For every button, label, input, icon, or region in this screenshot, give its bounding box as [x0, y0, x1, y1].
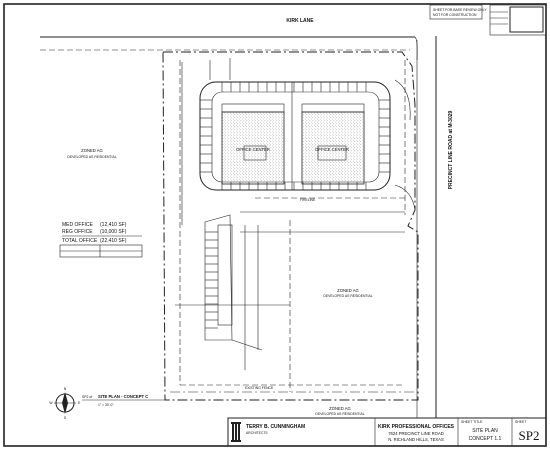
zoned-west-note: DEVELOPED AS RESIDENTIAL [67, 155, 116, 159]
project-address-1: 7624 PRECINCT LINE ROAD [388, 431, 444, 436]
zoned-south-note: DEVELOPED AS RESIDENTIAL [315, 412, 364, 416]
reg-office-value: (10,000 SF) [100, 229, 127, 235]
zoned-west: ZONED AG [81, 148, 103, 153]
north-arrow: N S E W [49, 387, 80, 420]
sheet-number: SP2 [519, 428, 540, 443]
sheet-title-2: CONCEPT 1.1 [469, 436, 502, 442]
office-building-1: OFFICE CENTER [221, 103, 285, 185]
project-title: KIRK PROFESSIONAL OFFICES [378, 424, 455, 430]
review-note-2: NOT FOR CONSTRUCTION [433, 13, 477, 17]
kirk-lane-label: KIRK LANE [286, 18, 314, 24]
property-boundary [162, 51, 419, 401]
zoned-se-note: DEVELOPED AS RESIDENTIAL [323, 294, 372, 298]
med-office-label: MED OFFICE [62, 222, 93, 228]
view-caption: SP2 of SITE PLAN - CONCEPT C 1" = 30'-0" [82, 394, 170, 407]
sheet-title-1: SITE PLAN [472, 428, 498, 434]
total-office-value: (22,410 SF) [100, 238, 127, 244]
compass-e: E [78, 401, 81, 405]
view-scale: 1" = 30'-0" [98, 403, 114, 407]
parking-loop [181, 58, 416, 225]
fireline: FIRELINE [240, 197, 405, 213]
existing-fence: EXISTING FENCE [170, 386, 415, 393]
existing-fence-label: EXISTING FENCE [245, 386, 274, 390]
office-building-2-label: OFFICE CENTER [315, 147, 349, 152]
architect-role: ARCHITECTS [246, 431, 268, 435]
review-note: SHEET FOR BASE REVIEW ONLY [433, 8, 487, 12]
sheet-label: SHEET [515, 420, 526, 424]
zoning-notes: ZONED AG DEVELOPED AS RESIDENTIAL ZONED … [67, 148, 372, 416]
med-office-value: (12,410 SF) [100, 222, 127, 228]
precinct-line-road-label: PRECINCT LINE ROAD at M-3029 [448, 110, 454, 189]
zoned-se: ZONED AG [337, 288, 359, 293]
review-stamp: SHEET FOR BASE REVIEW ONLY NOT FOR CONST… [429, 4, 547, 36]
office-building-2: OFFICE CENTER [301, 103, 365, 185]
zoned-south: ZONED AG [329, 406, 351, 411]
precinct-line-road: PRECINCT LINE ROAD at M-3029 [414, 36, 454, 418]
fireline-label: FIRELINE [300, 198, 316, 202]
reg-office-label: REG OFFICE [62, 229, 93, 235]
compass-s: S [64, 416, 67, 420]
south-parking [175, 214, 405, 392]
compass-w: W [49, 401, 53, 405]
office-building-1-label: OFFICE CENTER [236, 147, 270, 152]
architect-name: TERRY B. CUNNINGHAM [246, 424, 305, 430]
view-caption-title: SITE PLAN - CONCEPT C [98, 394, 148, 399]
title-block: TERRY B. CUNNINGHAM ARCHITECTS KIRK PROF… [227, 417, 547, 447]
area-schedule: MED OFFICE (12,410 SF) REG OFFICE (10,00… [59, 222, 143, 258]
sheet-title-label: SHEET TITLE [461, 420, 483, 424]
architect-logo [231, 422, 241, 442]
project-address-2: N. RICHLAND HILLS, TEXAS [388, 437, 444, 442]
total-office-label: TOTAL OFFICE [62, 238, 98, 244]
kirk-lane: KIRK LANE [40, 18, 415, 51]
view-caption-ref: SP2 of [82, 395, 92, 399]
compass-n: N [64, 387, 67, 391]
